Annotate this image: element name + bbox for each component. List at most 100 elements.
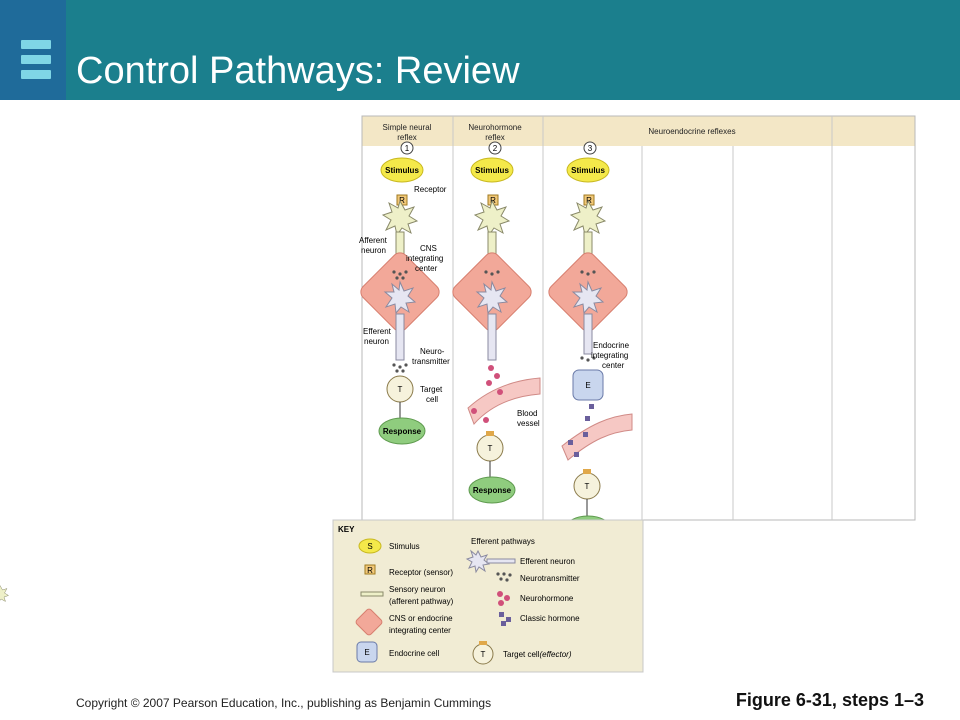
label-cns-integrating: integrating (406, 254, 443, 263)
response-ellipse (468, 476, 516, 504)
neurotransmitter-dot (404, 270, 408, 274)
neurotransmitter-dot (580, 356, 584, 360)
label-transmitter: transmitter (412, 357, 450, 366)
column-header-simple-neural-2: reflex (397, 133, 417, 142)
legend-integrating-center-icon (355, 608, 383, 636)
stimulus-ellipse (380, 157, 424, 183)
efferent-axon (583, 313, 593, 355)
legend-neurohormone-dot (504, 595, 510, 601)
neurotransmitter-dot (586, 358, 590, 362)
neurotransmitter-dot (395, 276, 399, 280)
stimulus-ellipse (566, 157, 610, 183)
neurohormone-dot (497, 389, 503, 395)
neurohormone-dot (471, 408, 477, 414)
logo (0, 0, 66, 100)
legend-receptor-letter: R (367, 566, 373, 575)
response-label: Response (473, 486, 512, 495)
response-label: Response (383, 427, 422, 436)
target-letter: T (398, 385, 403, 394)
target-letter: T (585, 482, 590, 491)
legend-efferent-neuron-icon (465, 549, 491, 574)
legend-efferent-pathways: Efferent pathways (471, 537, 535, 546)
label-endocrine-center: center (602, 361, 625, 370)
legend-receptor: Receptor (sensor) (389, 568, 453, 577)
legend-sensory-axon-icon (360, 591, 384, 597)
legend-neurohormone: Neurohormone (520, 594, 574, 603)
step-number-marker (488, 141, 502, 155)
legend-stimulus: Stimulus (389, 542, 420, 551)
neurohormone-dot (486, 380, 492, 386)
neurotransmitter-dot (592, 270, 596, 274)
neurohormone-dot (494, 373, 500, 379)
legend-endocrine-icon (356, 641, 378, 663)
label-afferent-neuron: neuron (361, 246, 386, 255)
neurosecretory-axon (487, 313, 497, 361)
pathway-neurohormone-reflex: Stimulus R T Response Blood vessel (452, 157, 541, 504)
step-number: 1 (405, 144, 410, 153)
legend-endocrine-letter: E (364, 648, 369, 657)
neurotransmitter-dot (490, 272, 494, 276)
neurotransmitter-dot (484, 270, 488, 274)
figure-label: Figure 6-31, steps 1–3 (735, 690, 924, 710)
legend-sensory-neuron-icon (0, 585, 9, 603)
column-header-simple-neural-1: Simple neural (383, 123, 432, 132)
efferent-axon (395, 313, 405, 361)
label-efferent-neuron: neuron (364, 337, 389, 346)
neurotransmitter-dot (398, 272, 402, 276)
neurotransmitter-dot (496, 270, 500, 274)
sensory-neuron-body (570, 200, 606, 236)
target-receptor (583, 469, 591, 474)
header-bar (0, 0, 960, 100)
legend-stimulus-letter: S (367, 542, 372, 551)
label-receptor: Receptor (414, 185, 447, 194)
legend-neurotransmitter-dot (496, 572, 500, 576)
legend-key: KEY S Stimulus R Receptor (sensor) Senso… (0, 519, 644, 673)
stimulus-label: Stimulus (475, 166, 509, 175)
sensory-neuron-body (382, 200, 418, 236)
sensory-neuron-body (474, 200, 510, 236)
classic-hormone-square (585, 416, 590, 421)
legend-endocrine: Endocrine cell (389, 649, 439, 658)
page-title: Control Pathways: Review (76, 50, 520, 92)
logo-bar-icon (21, 70, 51, 79)
neurohormone-dot (483, 417, 489, 423)
step-number: 2 (493, 144, 498, 153)
neurotransmitter-dot (580, 270, 584, 274)
endocrine-cell (572, 369, 604, 401)
legend-title: KEY (338, 525, 355, 534)
legend-sensory-2: (afferent pathway) (389, 597, 454, 606)
legend-efferent-neuron: Efferent neuron (520, 557, 575, 566)
legend-classic-hormone-square (506, 617, 511, 622)
stimulus-label: Stimulus (385, 166, 419, 175)
step-number: 3 (588, 144, 593, 153)
column-header-neuroendocrine: Neuroendocrine reflexes (648, 127, 735, 136)
legend-classic-hormone-square (501, 621, 506, 626)
label-endocrine: Endocrine (593, 341, 630, 350)
column-header-neurohormone-2: reflex (485, 133, 505, 142)
label-cns-center: center (415, 264, 438, 273)
target-letter: T (488, 444, 493, 453)
legend-receptor-icon (364, 564, 376, 575)
legend-neurotransmitter-dot (502, 572, 506, 576)
legend-stimulus-icon (358, 538, 382, 554)
pathway-neuroendocrine-reflex: Stimulus R E T Response Endocrine integr… (548, 157, 633, 543)
legend-target-prefix: Target cell (503, 650, 540, 659)
classic-hormone-square (568, 440, 573, 445)
legend-cns-1: CNS or endocrine (389, 614, 453, 623)
legend-neurotransmitter-dot (508, 573, 512, 577)
legend-target-receptor-icon (479, 641, 487, 645)
neurotransmitter-dot (395, 369, 399, 373)
legend-neurotransmitter-dot (505, 578, 509, 582)
step-number-marker (400, 141, 414, 155)
legend-target-cell: Target cell(effector) (503, 650, 572, 659)
stimulus-label: Stimulus (571, 166, 605, 175)
step-number-marker (583, 141, 597, 155)
label-blood: Blood (517, 409, 537, 418)
column-header-band (362, 116, 915, 146)
label-target: Target (420, 385, 443, 394)
legend-target-effector: (effector) (539, 650, 571, 659)
classic-hormone-square (589, 404, 594, 409)
classic-hormone-square (583, 432, 588, 437)
logo-bar-icon (21, 40, 51, 49)
neurotransmitter-dot (398, 365, 402, 369)
